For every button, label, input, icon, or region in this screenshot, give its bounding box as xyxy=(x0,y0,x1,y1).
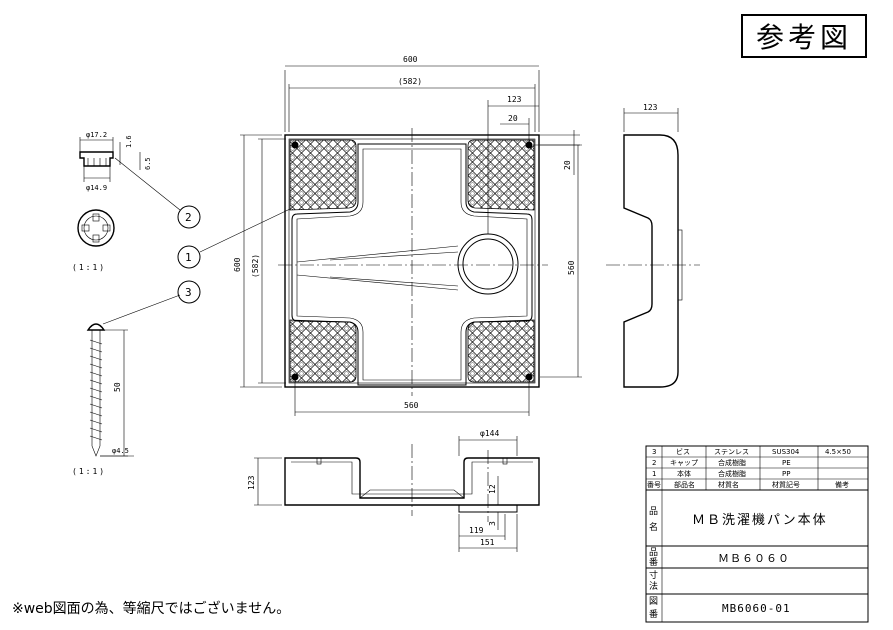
callout-1-label: 1 xyxy=(185,251,192,264)
dim-bolt-20-horizontal: 20 xyxy=(508,114,518,123)
dim-width-582: (582) xyxy=(398,77,422,86)
web-drawing-note: ※web図面の為、等縮尺ではございません。 xyxy=(12,601,291,617)
pan-floor xyxy=(291,143,533,386)
product-code: ＭＢ６０６０ xyxy=(718,552,790,565)
dim-drain-offset-123: 123 xyxy=(507,95,522,104)
reference-drawing-badge: 参考図 xyxy=(741,14,867,58)
dim-outlet-3: 3 xyxy=(488,521,497,526)
row-1-name: 本体 xyxy=(677,469,691,478)
cap-top xyxy=(77,209,115,247)
callout-1 xyxy=(177,245,201,269)
corner-pad-top-right xyxy=(467,139,535,211)
corner-pad-bottom-left xyxy=(289,319,357,383)
callout-3-label: 3 xyxy=(185,286,192,299)
row-3-remark: 4.5×50 xyxy=(825,448,851,456)
cap-scale: (1:1) xyxy=(72,263,106,272)
row-1-code: PP xyxy=(782,470,790,478)
cap-detail: φ17.2 1.6 6.5 φ14.9 (1:1) xyxy=(72,131,152,272)
header-remark: 備考 xyxy=(835,480,849,489)
label-hinmei: 品名 xyxy=(649,506,658,533)
dim-front-height-123: 123 xyxy=(247,475,256,490)
label-zuban: 図番 xyxy=(649,596,658,620)
front-view: 123 φ144 12 3 119 151 xyxy=(247,429,540,552)
drain-hole-rim xyxy=(457,233,519,295)
top-view xyxy=(278,128,548,396)
callout-2 xyxy=(177,205,201,229)
callouts: 2 1 3 xyxy=(102,157,291,325)
row-2-name: キャップ xyxy=(670,459,698,467)
row-3-name: ビス xyxy=(676,447,690,456)
row-1-material: 合成樹脂 xyxy=(718,469,746,478)
dim-height-600: 600 xyxy=(233,257,242,272)
corner-pad-top-left xyxy=(289,139,357,211)
row-1-no: 1 xyxy=(652,470,656,478)
row-2-no: 2 xyxy=(652,459,656,467)
drawing-number: MB6060-01 xyxy=(722,602,791,615)
drain-hole xyxy=(462,238,514,290)
callout-2-label: 2 xyxy=(185,211,192,224)
dim-height-582: (582) xyxy=(251,254,260,278)
dim-drain-depth-12: 12 xyxy=(488,484,497,494)
dim-width-600: 600 xyxy=(403,55,418,64)
screw-head xyxy=(86,323,106,331)
header-code: 材質記号 xyxy=(772,480,800,489)
screw-detail: 50 φ4.5 (1:1) xyxy=(72,323,134,476)
dim-outlet-119: 119 xyxy=(469,526,484,535)
row-3-code: SUS304 xyxy=(772,448,800,456)
dim-cap-diameter-14-9: φ14.9 xyxy=(86,184,107,192)
header-no: 番号 xyxy=(647,481,661,489)
side-view: 123 xyxy=(606,103,700,388)
header-material: 材質名 xyxy=(718,480,739,489)
dim-screw-length-50: 50 xyxy=(113,382,122,392)
parts-table: 3 ビス ステンレス SUS304 4.5×50 2 キャップ 合成樹脂 PE … xyxy=(645,445,869,623)
dim-cap-6-5: 6.5 xyxy=(144,157,152,170)
header-name: 部品名 xyxy=(674,480,695,489)
front-profile xyxy=(284,457,540,506)
label-sunpo: 寸法 xyxy=(649,569,658,592)
row-3-material: ステンレス xyxy=(714,448,749,456)
top-view-dimensions: 600 (582) 123 20 20 600 (582) 560 560 xyxy=(233,55,582,416)
dim-height-560: 560 xyxy=(567,260,576,275)
cap-side xyxy=(79,151,114,167)
side-profile xyxy=(623,134,679,388)
row-2-code: PE xyxy=(782,459,791,467)
row-3-no: 3 xyxy=(652,448,656,456)
dim-width-560: 560 xyxy=(404,401,419,410)
dim-bolt-20-vertical: 20 xyxy=(563,160,572,170)
dim-side-height-123: 123 xyxy=(643,103,658,112)
screw-shank xyxy=(91,329,101,457)
callout-3 xyxy=(177,280,201,304)
product-name: ＭＢ洗濯機パン本体 xyxy=(692,513,828,528)
screw-scale: (1:1) xyxy=(72,467,106,476)
dim-screw-diameter: φ4.5 xyxy=(112,447,129,455)
corner-pad-bottom-right xyxy=(467,319,535,383)
dim-cap-diameter-17-2: φ17.2 xyxy=(86,131,107,139)
dim-drain-diameter: φ144 xyxy=(480,429,499,438)
label-hinban: 品番 xyxy=(649,547,658,568)
row-2-material: 合成樹脂 xyxy=(718,458,746,467)
dim-outlet-151: 151 xyxy=(480,538,495,547)
dim-cap-1-6: 1.6 xyxy=(125,135,133,148)
